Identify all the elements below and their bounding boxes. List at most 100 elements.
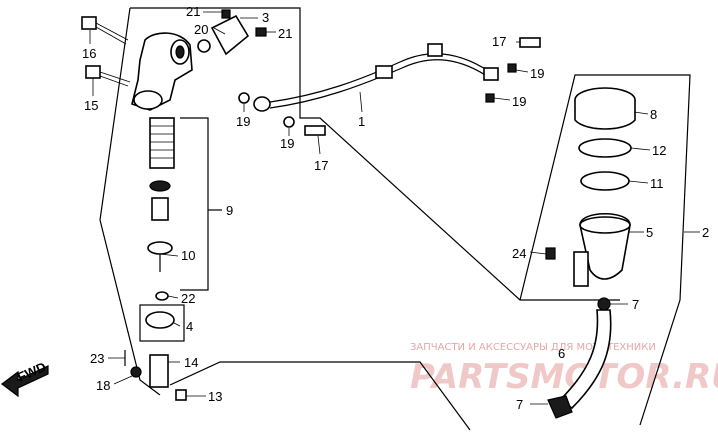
hose-fitting-upper [427,43,443,57]
callout-1: 1 [358,114,365,129]
callout-20: 20 [194,22,208,37]
washer-19b [283,116,295,128]
bracket-9 [180,117,209,291]
callout-3: 3 [262,10,269,25]
bolt-16 [81,16,129,45]
callout-19d: 19 [512,94,526,109]
callout-15: 15 [84,98,98,113]
reservoir-rim [579,216,631,234]
callout-17b: 17 [492,34,506,49]
callout-23: 23 [90,351,104,366]
bolt-21-lower [255,27,267,37]
leader-10 [159,253,179,257]
callout-12: 12 [652,143,666,158]
cup [149,180,171,192]
leader-8 [633,111,649,115]
leader-18 [113,375,133,385]
leader-19d [493,97,511,101]
reservoir-boundary [519,74,691,426]
reservoir-assembly [545,87,636,287]
leader-17a [317,135,321,155]
lower-boundary [169,361,471,431]
callout-21a: 21 [186,4,200,19]
hose-line [269,53,491,103]
callout-7b: 7 [516,397,523,412]
joint-body [149,354,169,388]
callout-8: 8 [650,107,657,122]
small-hardware [238,37,541,136]
hose-fitting-right [483,67,499,81]
spring [149,117,175,169]
boot-4 [145,311,175,329]
reservoir-hose [547,297,612,419]
diaphragm-11 [580,171,630,191]
fwd-arrow-icon [1,365,49,398]
callout-11: 11 [650,176,664,191]
callout-18: 18 [96,378,110,393]
washer-19a [238,92,250,104]
leader-4 [173,322,181,327]
bolt-shank [95,22,129,45]
leader-lines [89,11,700,405]
callout-2: 2 [702,225,709,240]
leader-20 [213,27,226,35]
brake-hose [253,43,499,112]
leader-22 [167,295,179,299]
callout-7a: 7 [632,297,639,312]
callout-5: 5 [646,225,653,240]
washer-19c [507,63,517,73]
piston-assembly [145,117,175,329]
watermark-logo: PARTSMOTOR.RU [410,357,718,397]
direction-indicator: FWD [1,359,49,398]
banjo-left [253,96,271,112]
leader-12 [630,147,651,151]
clamp-7b [547,395,573,419]
callout-13: 13 [208,389,222,404]
bolt-17b [519,37,541,48]
leader-1 [359,91,363,113]
bolt-21-upper [221,9,231,19]
bolt-13 [175,389,187,401]
nut-18 [130,366,142,378]
callout-22: 22 [181,291,195,306]
cylinder-port-hole [175,45,185,59]
bolt-shank [99,71,131,87]
leader-11 [628,180,649,184]
washer-20 [197,39,211,53]
leader-19c [515,69,529,73]
callout-16: 16 [82,46,96,61]
callout-19a: 19 [236,114,250,129]
upper-boundary [130,7,620,301]
bolt-head [85,65,101,79]
bolt-head [81,16,97,30]
leader-24 [529,251,547,255]
cylinder-mount-eye [133,90,163,110]
hose-line-2 [269,59,491,109]
callout-19c: 19 [530,66,544,81]
joint-plate [210,14,250,56]
callout-21b: 21 [278,26,292,41]
cap-8 [574,100,636,130]
callout-6: 6 [558,346,565,361]
bolt-24 [545,247,556,260]
bracket-4 [139,304,185,342]
callout-4: 4 [186,319,193,334]
hose-fitting-mid [375,65,393,79]
callout-10: 10 [181,248,195,263]
callout-labels: 21 3 20 21 1 17 19 19 17 19 19 8 12 11 5… [82,4,709,412]
circlip-22 [155,291,169,301]
callout-19b: 19 [280,136,294,151]
washer-19d [485,93,495,103]
callout-17a: 17 [314,158,328,173]
callout-9: 9 [226,203,233,218]
plate-12 [578,138,632,158]
watermark-caption: ЗАПЧАСТИ И АКСЕССУАРЫ ДЛЯ МОТОТЕХНИКИ [410,342,656,353]
callout-14: 14 [184,355,198,370]
clamp-7a [597,297,611,311]
bolt-17a [304,125,326,136]
callout-24: 24 [512,246,526,261]
piston [151,197,169,221]
hose-6 [558,309,612,410]
piston-secondary [147,241,173,255]
